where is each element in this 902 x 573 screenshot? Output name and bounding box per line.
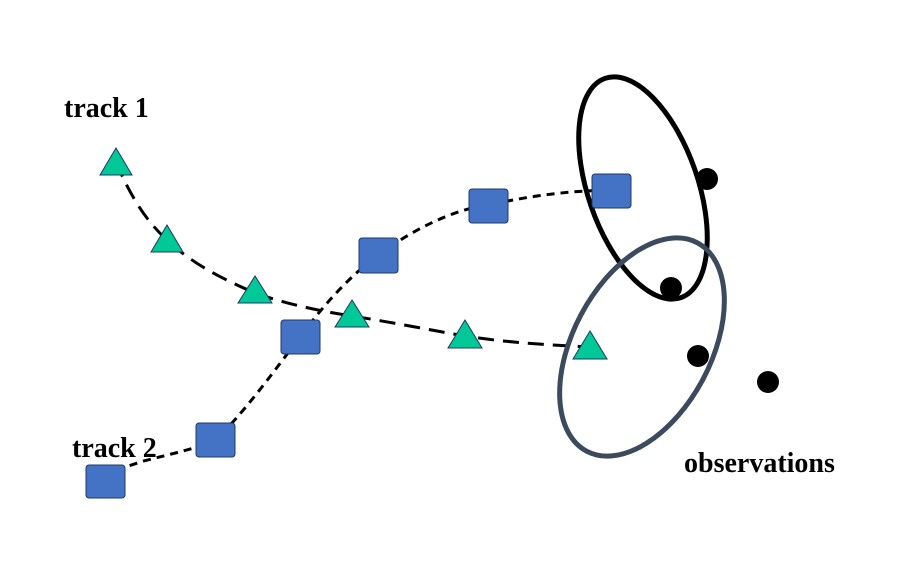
track-1-markers [99, 147, 608, 360]
observation-dot [696, 168, 718, 190]
track-1-triangle-marker [572, 330, 608, 360]
track-2-square-marker [591, 173, 632, 209]
track-2-square-marker [358, 237, 399, 274]
track-2-square-marker [468, 188, 509, 224]
track-2-markers [85, 173, 632, 499]
track-2-square-marker [280, 319, 321, 355]
track-1-label: track 1 [64, 93, 149, 124]
track-1-triangle-marker [150, 224, 184, 253]
gate-ellipse-black [576, 74, 710, 302]
track-2-label: track 2 [72, 433, 157, 464]
track-1-triangle-marker [237, 275, 273, 304]
observation-dot [660, 277, 682, 299]
observation-dot [757, 371, 779, 393]
track-2-square-marker [85, 464, 126, 499]
track-1-triangle-marker [99, 147, 133, 176]
observation-dot [687, 345, 709, 367]
track-2-square-marker [195, 422, 236, 458]
observation-dots [660, 168, 779, 393]
observations-label: observations [684, 448, 835, 479]
gate-ellipse-slate [557, 235, 727, 459]
track-1-triangle-marker [447, 319, 483, 349]
track-1-triangle-marker [334, 299, 370, 328]
